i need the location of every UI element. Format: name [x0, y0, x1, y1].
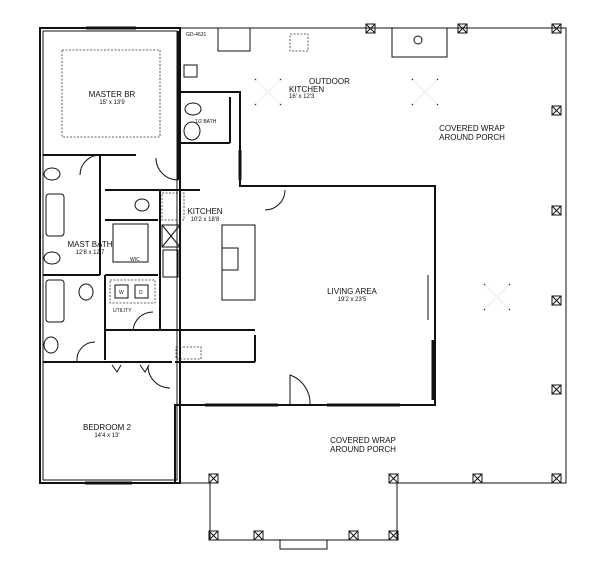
outdoor-sink [183, 64, 198, 78]
windows [85, 26, 435, 485]
washer [114, 284, 129, 299]
porch-post [365, 23, 376, 34]
sink [183, 121, 201, 141]
room-label-porch-top: COVERED WRAP [439, 124, 505, 133]
room-dims-master-br: 15' x 13'9 [99, 100, 125, 106]
room-label-outdoor: OUTDOOR [309, 77, 350, 86]
room-label-kitchen: KITCHEN [187, 207, 222, 216]
room-label-porch-top-2: AROUND PORCH [439, 133, 505, 142]
room-label-master-br: MASTER BR [89, 90, 136, 99]
porch-post [472, 473, 483, 484]
sink [43, 167, 61, 181]
room-label-kitchen-outdoor: KITCHEN [289, 85, 324, 94]
doors [76, 154, 311, 406]
ceiling-fan-icon [411, 78, 439, 106]
grill [217, 27, 251, 52]
toilet [134, 198, 150, 212]
porch-post [551, 295, 562, 306]
porch-post [457, 23, 468, 34]
toilet [78, 283, 94, 301]
porch-post [388, 473, 399, 484]
porch-post [253, 530, 264, 541]
porch-post [551, 384, 562, 395]
interior-walls [43, 31, 256, 363]
toilet [184, 102, 202, 116]
room-label-mast-bath: MAST BATH [67, 240, 112, 249]
room-label-utility: UTILITY [113, 308, 132, 314]
tray-ceiling [61, 49, 161, 138]
room-label-living-area: LIVING AREA [327, 287, 377, 296]
washer-label: W [119, 290, 124, 296]
porch-post [551, 105, 562, 116]
room-label-bedroom-2: BEDROOM 2 [83, 423, 132, 432]
porch-post [551, 473, 562, 484]
dryer [134, 284, 149, 299]
porch-post [348, 530, 359, 541]
sink [43, 336, 59, 354]
tub [45, 279, 65, 323]
porch-post [551, 205, 562, 216]
room-label-wic: WIC [130, 257, 140, 263]
ceiling-fans [254, 78, 511, 311]
wic-shelf [112, 223, 149, 263]
plan-code: GD-4631 [186, 32, 207, 38]
room-dims-bedroom-2: 14'4 x 13' [94, 433, 119, 439]
fixtures [43, 27, 448, 360]
room-label-porch-bottom-2: AROUND PORCH [330, 445, 396, 454]
ceiling-fan-icon [483, 283, 511, 311]
porch-post [208, 473, 219, 484]
porch-posts [208, 23, 562, 541]
room-dims-kitchen: 10'2 x 18'8 [191, 217, 220, 223]
cooktop [221, 247, 239, 271]
porch-post [208, 530, 219, 541]
kitchen-sink [162, 249, 179, 278]
room-dims-mast-bath: 12'8 x 12'7 [76, 250, 105, 256]
sink [43, 251, 61, 265]
fireplace [391, 27, 448, 58]
room-label-porch-bottom: COVERED WRAP [330, 436, 396, 445]
porch-outline [175, 27, 567, 550]
dryer-label: D [139, 290, 143, 296]
ceiling-fan-icon [254, 78, 282, 106]
room-dims-living-area: 19'2 x 23'5 [338, 297, 367, 303]
room-label-half-bath: 1/2 BATH [195, 119, 217, 125]
tub [45, 193, 65, 237]
porch-post [388, 530, 399, 541]
room-dims-outdoor-kitchen: 16' x 12'3 [289, 94, 315, 100]
porch-post [551, 23, 562, 34]
